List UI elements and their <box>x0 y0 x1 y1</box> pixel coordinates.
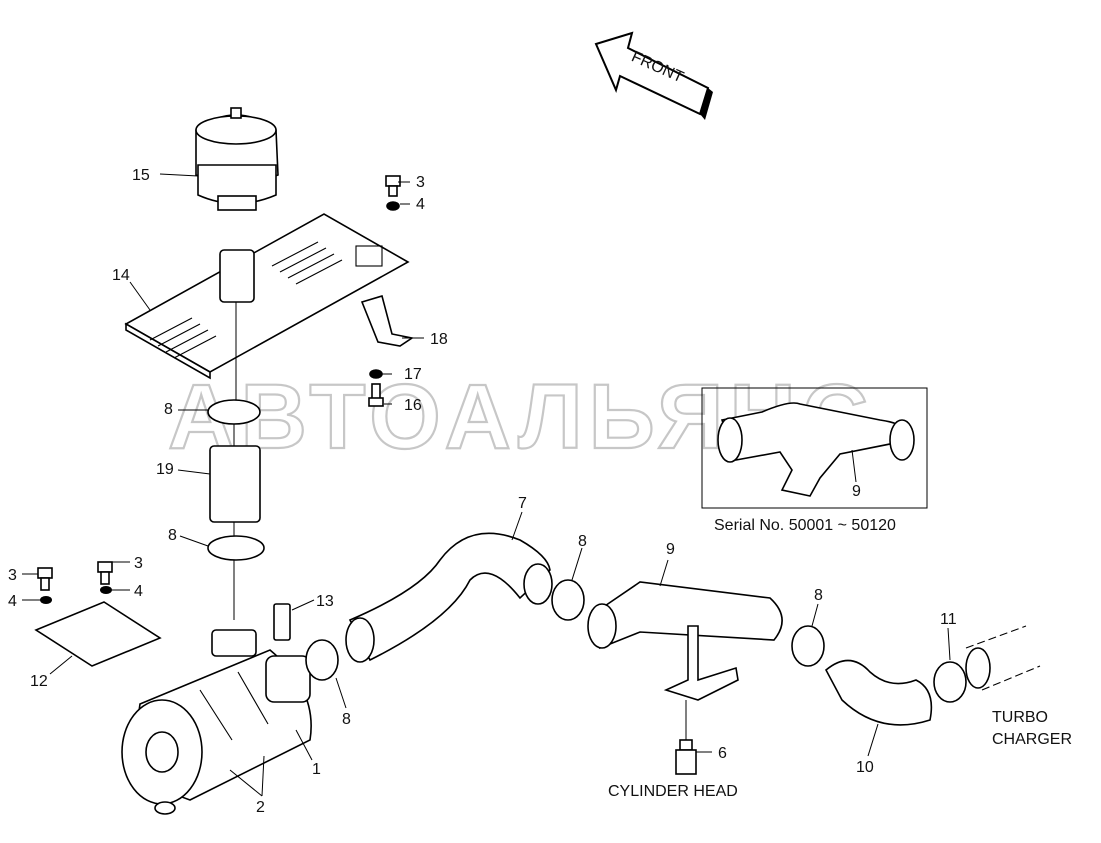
leader-lines <box>22 173 951 797</box>
callout-8-b: 8 <box>168 527 177 544</box>
front-arrow: FRONT <box>594 31 713 120</box>
clamp-8-right <box>791 625 825 667</box>
callout-4-top: 4 <box>416 196 425 213</box>
callout-10: 10 <box>856 759 874 776</box>
clamp-11 <box>933 661 967 703</box>
callout-7: 7 <box>518 495 527 512</box>
callout-8-d: 8 <box>814 587 823 604</box>
callout-1: 1 <box>312 761 321 778</box>
inset-panel <box>701 387 928 509</box>
clamp-8-left <box>305 639 339 681</box>
callout-8-a: 8 <box>164 401 173 418</box>
mounting-plate <box>124 213 410 380</box>
callout-14: 14 <box>112 267 130 284</box>
clamp-upper <box>207 399 261 425</box>
callout-4-mid: 4 <box>134 583 143 600</box>
turbo-label-line2: CHARGER <box>992 731 1072 748</box>
turbo-pipe <box>965 625 1041 691</box>
callout-17: 17 <box>404 366 422 383</box>
callout-9-inset: 9 <box>852 483 861 500</box>
hose-7 <box>348 532 551 662</box>
callout-4-left: 4 <box>8 593 17 610</box>
hose-10 <box>824 659 933 726</box>
callout-16: 16 <box>404 397 422 414</box>
callout-3-mid: 3 <box>134 555 143 572</box>
callout-8-e: 8 <box>342 711 351 728</box>
callout-18: 18 <box>430 331 448 348</box>
callout-9-main: 9 <box>666 541 675 558</box>
left-bolts <box>37 561 113 604</box>
callout-19: 19 <box>156 461 174 478</box>
pipe-9 <box>595 581 783 650</box>
callout-6: 6 <box>718 745 727 762</box>
callout-2: 2 <box>256 799 265 816</box>
turbo-label-line1: TURBO <box>992 709 1048 726</box>
bolt-top <box>385 175 401 211</box>
inset-caption: Serial No. 50001 ~ 50120 <box>714 517 896 534</box>
bracket-12 <box>34 601 162 667</box>
callout-11: 11 <box>940 611 957 628</box>
pre-cleaner <box>195 107 279 211</box>
callout-3-top: 3 <box>416 174 425 191</box>
callouts: 15 14 3 4 18 17 16 8 19 8 3 4 3 4 12 13 … <box>8 167 957 816</box>
clamp-8-mid <box>551 579 585 621</box>
cylinder-head-label: CYLINDER HEAD <box>608 783 738 800</box>
hose-19 <box>209 445 261 523</box>
callout-15: 15 <box>132 167 150 184</box>
clamp-lower <box>207 535 265 561</box>
bolt-6 <box>675 739 697 775</box>
air-cleaner <box>121 629 312 815</box>
callout-12: 12 <box>30 673 48 690</box>
callout-8-c: 8 <box>578 533 587 550</box>
callout-13: 13 <box>316 593 334 610</box>
sensor-13 <box>273 603 291 641</box>
callout-3-left: 3 <box>8 567 17 584</box>
